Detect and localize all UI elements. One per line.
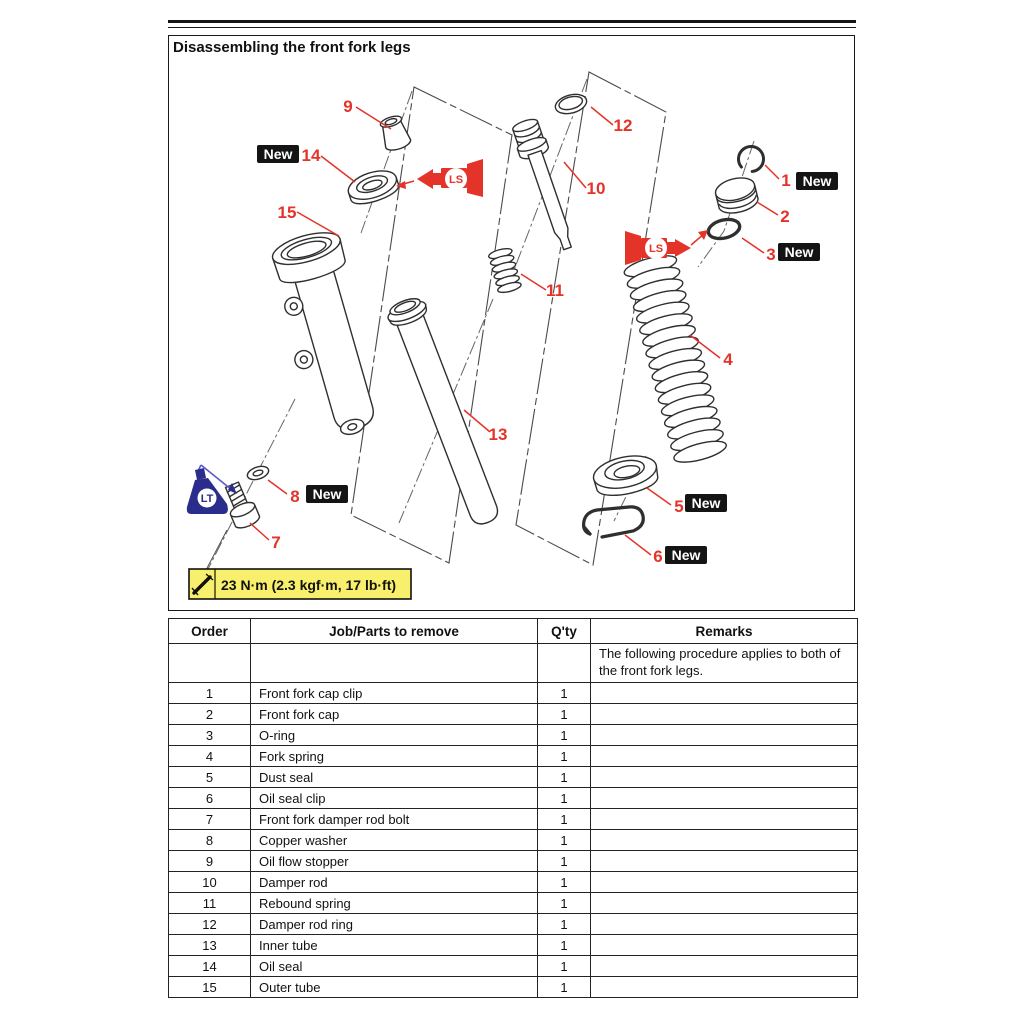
ls-icon-1-label: LS bbox=[449, 174, 463, 186]
new-tag-8: New bbox=[306, 485, 348, 503]
procedure-note: The following procedure applies to both … bbox=[590, 643, 858, 683]
callout-15: 15 bbox=[278, 203, 297, 222]
callout-2: 2 bbox=[780, 207, 789, 226]
torque-label: 23 N·m (2.3 kgf·m, 17 lb·ft) bbox=[188, 529, 412, 600]
part-15-outer-tube bbox=[271, 232, 374, 436]
lt-icon-label: LT bbox=[201, 493, 214, 505]
wrench-icon bbox=[191, 573, 214, 596]
callout-9: 9 bbox=[343, 97, 352, 116]
svg-text:New: New bbox=[672, 547, 701, 563]
callout-12: 12 bbox=[614, 116, 633, 135]
damper-rod-group-frame bbox=[515, 71, 667, 566]
part-10-damper-rod bbox=[512, 118, 572, 251]
callout-numbers: 9 14 15 12 10 11 13 4 1 2 3 5 6 7 8 bbox=[271, 97, 790, 566]
ls-icon-2: LS bbox=[625, 230, 708, 265]
svg-text:New: New bbox=[692, 495, 721, 511]
lt-icon: LT bbox=[186, 464, 237, 514]
col-header-qty: Q'ty bbox=[537, 618, 591, 644]
col-header-order: Order bbox=[168, 618, 251, 644]
table-note-row: The following procedure applies to both … bbox=[168, 643, 858, 683]
callout-10: 10 bbox=[587, 179, 606, 198]
torque-value: 23 N·m (2.3 kgf·m, 17 lb·ft) bbox=[221, 577, 396, 593]
part-1-front-fork-cap-clip bbox=[737, 145, 766, 173]
section-title: Disassembling the front fork legs bbox=[173, 39, 411, 56]
callout-13: 13 bbox=[489, 425, 508, 444]
col-header-job: Job/Parts to remove bbox=[250, 618, 538, 644]
callout-5: 5 bbox=[674, 497, 683, 516]
callout-lines bbox=[249, 106, 780, 556]
new-tag-5: New bbox=[685, 494, 727, 512]
svg-text:New: New bbox=[785, 244, 814, 260]
part-3-o-ring bbox=[706, 217, 742, 241]
new-tag-14: New bbox=[257, 145, 299, 163]
callout-7: 7 bbox=[271, 533, 280, 552]
ls-icon-2-label: LS bbox=[649, 243, 663, 255]
part-5-dust-seal bbox=[592, 455, 659, 497]
callout-11: 11 bbox=[546, 281, 564, 300]
inner-tube-group-frame bbox=[350, 86, 513, 564]
new-tag-3: New bbox=[778, 243, 820, 261]
part-9-oil-flow-stopper bbox=[379, 115, 412, 151]
svg-text:New: New bbox=[803, 173, 832, 189]
part-11-rebound-spring bbox=[488, 247, 522, 294]
col-header-remarks: Remarks bbox=[590, 618, 858, 644]
part-8-copper-washer bbox=[246, 465, 270, 481]
callout-4: 4 bbox=[723, 350, 733, 369]
part-12-damper-rod-ring bbox=[554, 93, 588, 115]
callout-3: 3 bbox=[766, 245, 775, 264]
part-2-front-fork-cap bbox=[714, 177, 759, 214]
part-6-oil-seal-clip bbox=[582, 505, 645, 539]
new-tag-1: New bbox=[796, 172, 838, 190]
part-4-fork-spring bbox=[623, 255, 727, 463]
part-14-oil-seal bbox=[347, 170, 400, 205]
table-header-row: Order Job/Parts to remove Q'ty Remarks bbox=[168, 618, 858, 644]
svg-text:New: New bbox=[313, 486, 342, 502]
top-rule bbox=[168, 20, 856, 28]
callout-8: 8 bbox=[290, 487, 299, 506]
callout-6: 6 bbox=[653, 547, 662, 566]
ls-icon-1: LS bbox=[396, 159, 483, 197]
svg-text:New: New bbox=[264, 146, 293, 162]
callout-14: 14 bbox=[302, 146, 321, 165]
diagram-panel: Disassembling the front fork legs bbox=[168, 35, 855, 611]
callout-1: 1 bbox=[781, 171, 790, 190]
part-13-inner-tube bbox=[387, 298, 499, 525]
new-tag-6: New bbox=[665, 546, 707, 564]
parts-table: Order Job/Parts to remove Q'ty Remarks T… bbox=[168, 618, 858, 998]
exploded-diagram: LT LS LS bbox=[186, 71, 838, 600]
